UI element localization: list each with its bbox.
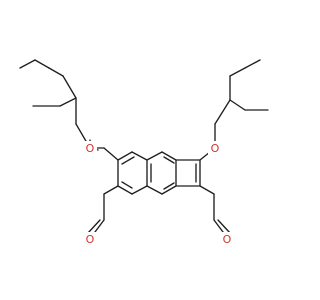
double-bond xyxy=(121,156,135,165)
oxygen-label: O xyxy=(86,233,95,246)
bond xyxy=(34,59,50,69)
right-alkyl-chain xyxy=(214,59,269,149)
bond xyxy=(146,151,163,161)
bond xyxy=(117,185,133,195)
bond xyxy=(229,67,246,77)
right-aldehyde xyxy=(199,185,231,237)
double-bond xyxy=(121,181,133,189)
bond xyxy=(146,185,163,195)
oxygen-label: O xyxy=(86,142,95,155)
bond xyxy=(199,185,215,195)
bond xyxy=(62,75,77,99)
molecule-diagram: O O O O xyxy=(19,59,269,246)
right-carbonyl-oxygen: O xyxy=(220,232,234,246)
bond xyxy=(48,67,64,77)
bond xyxy=(244,59,261,69)
bond xyxy=(131,185,148,195)
bond xyxy=(161,151,177,161)
double-bond xyxy=(217,219,231,234)
bond xyxy=(59,97,77,107)
bond xyxy=(103,147,119,161)
double-bond xyxy=(87,219,101,234)
bond xyxy=(161,185,177,195)
right-ether-oxygen: O xyxy=(208,141,222,155)
double-bond xyxy=(163,156,175,164)
left-aldehyde xyxy=(87,185,119,237)
naphthalene-core xyxy=(117,151,201,195)
oxygen-label: O xyxy=(223,233,232,246)
molecule-svg: O O O O xyxy=(19,59,269,246)
bond xyxy=(131,151,148,161)
bond xyxy=(103,185,119,195)
left-ether-oxygen: O xyxy=(83,141,97,155)
oxygen-label: O xyxy=(211,142,220,155)
bond xyxy=(19,59,36,69)
double-bond xyxy=(163,182,175,190)
bond xyxy=(229,99,246,111)
left-carbonyl-oxygen: O xyxy=(83,232,97,246)
bond xyxy=(214,99,231,125)
bond xyxy=(117,151,133,161)
left-alkyl-chain xyxy=(19,59,91,149)
